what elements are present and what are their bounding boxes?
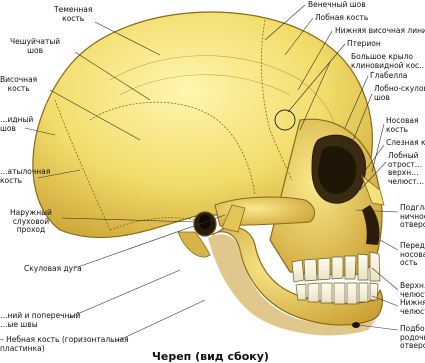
- label-glabella: Глабелла: [370, 72, 407, 81]
- label-frontal-bone: Лобная кость: [315, 14, 368, 23]
- label-frontozygomatic-suture: Лобно-скулов… шов: [374, 85, 425, 102]
- label-mental-foramen: Подбо… родочн… отверс…: [400, 325, 425, 351]
- label-coronal-suture: Венечный шов: [308, 1, 366, 10]
- label-inferior-temporal-line: Нижняя височная линия: [335, 27, 425, 36]
- figure-caption: Череп (вид сбоку): [152, 350, 269, 363]
- label-temporal-bone: Височная кость: [0, 76, 37, 93]
- label-squamous-suture: Чешуйчатый шов: [10, 38, 60, 55]
- label-external-auditory-meatus: Наружный слуховой проход: [10, 209, 52, 235]
- label-maxilla: Верхн… челюст…: [400, 282, 425, 299]
- label-palatine-bone: – Небная кость (горизонтальная пластинка…: [0, 336, 129, 353]
- label-mandible: Нижняя челюст…: [400, 299, 425, 316]
- label-infraorbital-foramen: Подгла… ничное отверст…: [400, 204, 425, 230]
- lower-teeth: [296, 283, 378, 304]
- label-parietal-bone: Теменная кость: [54, 6, 92, 23]
- label-lambdoid-suture: …идный шов: [0, 116, 33, 133]
- label-frontal-process: Лобный отрост… верхн… челюст…: [388, 152, 424, 186]
- label-occipital-bone: …атылочная кость: [0, 168, 50, 185]
- label-greater-wing-sphenoid: Большое крыло клиновидной кос…: [351, 53, 425, 70]
- label-nasal-bone: Носовая кость: [386, 117, 418, 134]
- label-zygomatic-arch: Скуловая дуга: [24, 265, 82, 274]
- label-sutures-bottom: …ний и поперечный …ые швы: [0, 312, 80, 329]
- label-pterion: Птерион: [347, 40, 381, 49]
- label-lacrimal-bone: Слезная ко…: [386, 139, 425, 148]
